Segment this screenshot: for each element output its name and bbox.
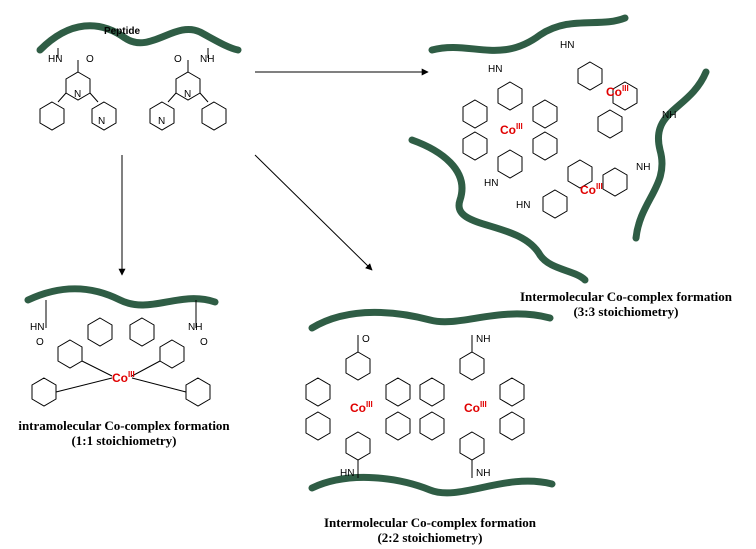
pyridine-n-left: N (74, 89, 81, 100)
peptide-ribbon-2-2-top (308, 308, 554, 332)
caption-2-2-stoich: (2:2 stoichiometry) (377, 530, 483, 545)
terpyridine-ligand-right (149, 48, 227, 131)
amide-nh-1-1-left: HN (30, 322, 44, 333)
arrow-to-2-2 (254, 154, 373, 271)
peptide-ribbon-1-1 (24, 285, 219, 309)
amide-nh-left: HN (48, 54, 62, 65)
amide-o-1-1-left: O (36, 337, 44, 348)
peptide-label: Peptide (104, 26, 141, 37)
caption-1-1-stoich: (1:1 stoichiometry) (71, 433, 177, 448)
amide-nh-3-3-c: NH (662, 110, 676, 121)
caption-1-1: intramolecular Co-complex formation (1:1… (2, 418, 246, 448)
amide-nh-2-2-d: NH (476, 468, 490, 479)
terpyridine-ligand-left (39, 48, 117, 131)
amide-nh-1-1-right: NH (188, 322, 202, 333)
amide-o-right: O (174, 54, 182, 65)
cobalt-center-3-3-c: CoIII (580, 182, 603, 197)
caption-2-2: Intermolecular Co-complex formation (2:2… (300, 515, 560, 545)
starting-peptide-ligand: Peptide HN O N N O NH N N (36, 22, 242, 131)
amide-nh-2-2-b: NH (476, 334, 490, 345)
cobalt-center-2-2-left: CoIII (350, 400, 373, 415)
complex-2-2: CoIII CoIII O NH HN NH (305, 308, 556, 497)
complex-3-3: CoIII CoIII CoIII HN HN NH NH HN HN (408, 14, 710, 284)
peptide-ribbon-3-3-a (428, 14, 629, 54)
amide-nh-3-3-d: NH (636, 162, 650, 173)
amide-o-1-1-right: O (200, 337, 208, 348)
amide-o-2-2-a: O (362, 334, 370, 345)
caption-2-2-title: Intermolecular Co-complex formation (323, 515, 537, 530)
amide-nh-3-3-a: HN (488, 64, 502, 75)
cobalt-center-2-2-right: CoIII (464, 400, 487, 415)
pyridine-n-left2: N (98, 116, 105, 127)
peptide-ribbon (36, 22, 242, 54)
amide-nh-3-3-e: HN (484, 178, 498, 189)
pyridine-n-right: N (184, 89, 191, 100)
amide-o-left: O (86, 54, 94, 65)
caption-1-1-title: intramolecular Co-complex formation (18, 418, 230, 433)
cobalt-center-3-3-a: CoIII (500, 122, 523, 137)
amide-nh-right: NH (200, 54, 214, 65)
caption-3-3-title: Intermolecular Co-complex formation (519, 289, 733, 304)
peptide-ribbon-3-3-c (408, 136, 589, 284)
caption-3-3-stoich: (3:3 stoichiometry) (573, 304, 679, 319)
cobalt-center-1-1: CoIII (112, 370, 135, 385)
amide-nh-3-3-b: HN (560, 40, 574, 51)
cobalt-center-3-3-b: CoIII (606, 84, 629, 99)
peptide-ribbon-2-2-bottom (308, 473, 556, 497)
amide-nh-2-2-c: HN (340, 468, 354, 479)
caption-3-3: Intermolecular Co-complex formation (3:3… (500, 289, 752, 319)
amide-nh-3-3-f: HN (516, 200, 530, 211)
complex-1-1: HN O NH O CoIII (24, 285, 219, 407)
peptide-ribbon-3-3-b (632, 68, 710, 242)
pyridine-n-right2: N (158, 116, 165, 127)
